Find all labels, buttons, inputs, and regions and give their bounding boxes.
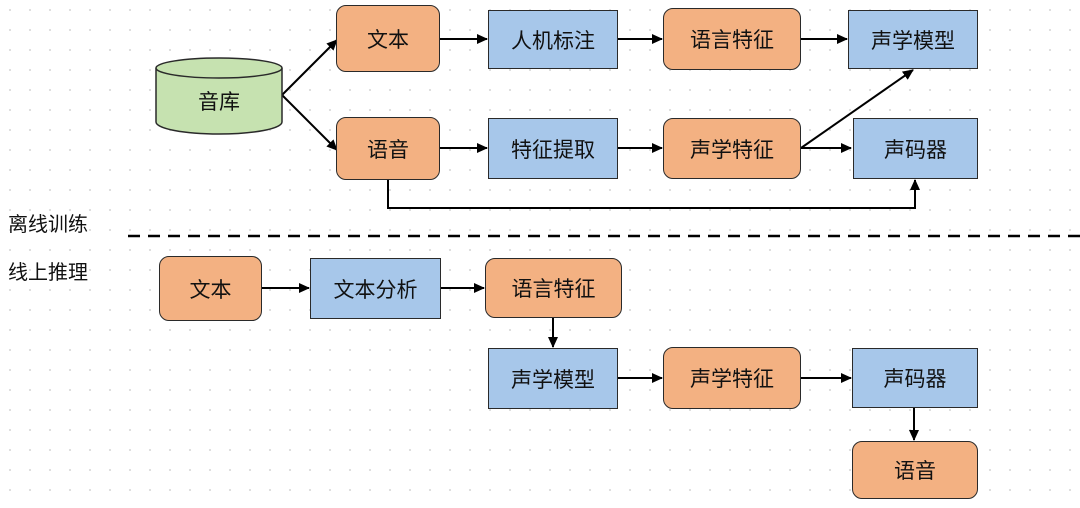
online-acoustic-features-node: 声学特征 [663,347,801,409]
arrow-database-to-text [281,39,338,96]
offline-linguistic-features-node: 语言特征 [663,8,801,70]
online-speech-output-node: 语音 [852,441,978,499]
online-inference-label: 线上推理 [8,260,88,284]
online-acoustic-model-node: 声学模型 [488,348,618,409]
online-vocoder-node: 声码器 [852,348,978,408]
offline-acoustic-model-node: 声学模型 [848,10,978,69]
offline-text-node: 文本 [336,5,440,72]
arrow-acoustic-to-acoustic-model [800,69,914,149]
database-label: 音库 [198,90,240,114]
arrow-speech-to-vocoder [387,179,920,209]
text-analysis-node: 文本分析 [310,258,441,319]
offline-vocoder-node: 声码器 [853,118,978,179]
offline-training-label: 离线训练 [8,212,88,236]
arrow-database-to-speech [281,94,338,151]
offline-acoustic-features-node: 声学特征 [663,118,801,179]
offline-speech-node: 语音 [336,117,440,180]
manual-annotation-node: 人机标注 [488,10,618,69]
online-text-node: 文本 [159,256,262,321]
database-icon [155,57,283,135]
speech-database-cylinder: 音库 [154,56,284,136]
feature-extraction-node: 特征提取 [488,118,618,179]
online-linguistic-features-node: 语言特征 [485,258,622,318]
